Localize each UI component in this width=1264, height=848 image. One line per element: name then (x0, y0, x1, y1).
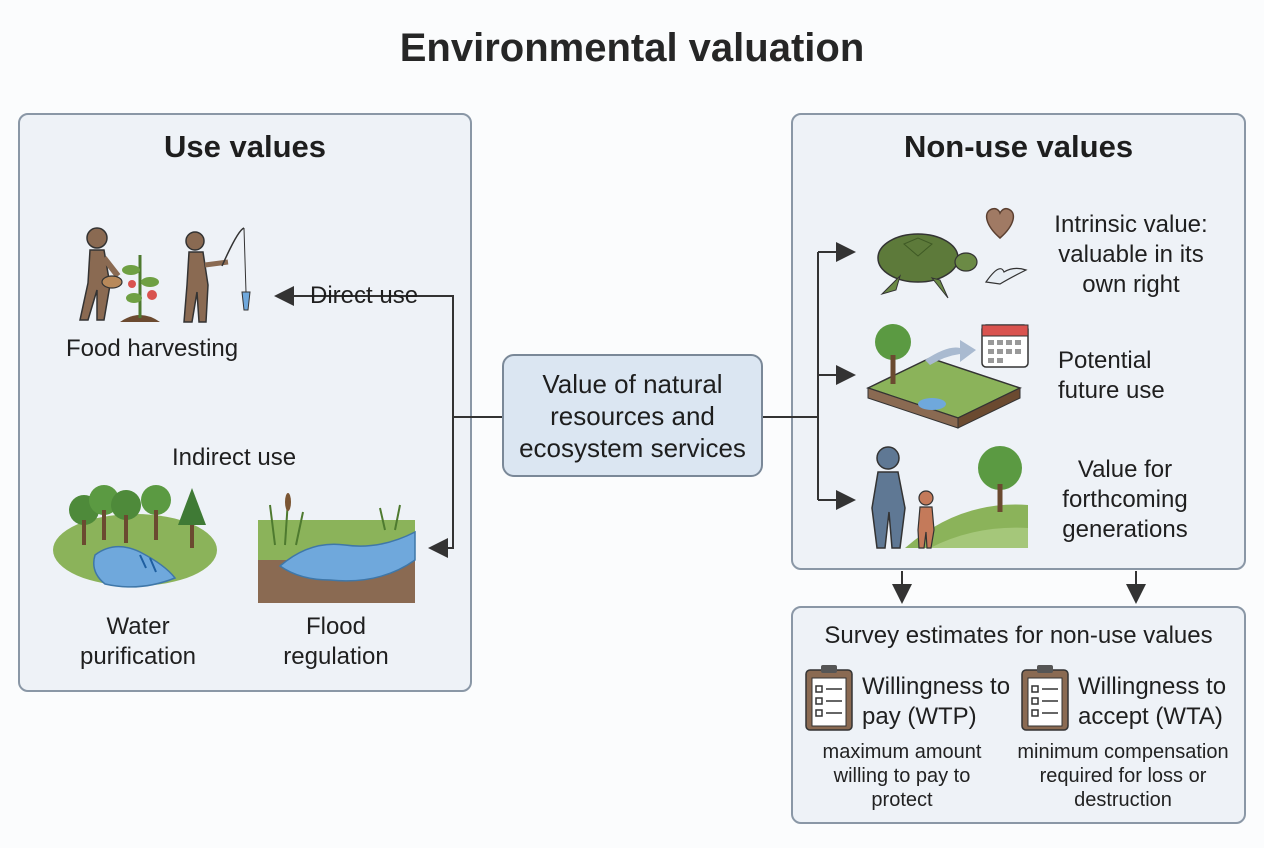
fisher-icon (183, 227, 251, 323)
farmer-icon (79, 227, 123, 321)
survey-panel: Survey estimates for non-use values (791, 606, 1246, 824)
water-purification-icon (53, 485, 217, 588)
wtp-label: Willingness to pay (WTP) (862, 673, 1011, 730)
bird-icon (984, 267, 1028, 285)
generations-icon (871, 446, 1028, 549)
plant-icon (120, 255, 160, 322)
wta-label: Willingness to accept (WTA) (1078, 673, 1227, 730)
non-use-values-title: Non-use values (903, 129, 1134, 164)
calendar-icon (981, 324, 1029, 368)
water-purification-label: Water purification (79, 613, 197, 670)
flood-regulation-label: Flood regulation (283, 613, 389, 670)
intrinsic-value-label: Intrinsic value: valuable in its own rig… (1054, 211, 1208, 298)
direct-use-label: Direct use (310, 282, 419, 309)
use-values-title: Use values (164, 129, 326, 164)
right-connector (763, 242, 1146, 604)
wtp-description: maximum amount willing to pay to protect (822, 741, 982, 811)
heart-icon (985, 207, 1015, 239)
food-harvesting-label: Food harvesting (66, 335, 239, 362)
clipboard-wta-icon (1021, 665, 1069, 731)
future-generations-label: Value for forthcoming generations (1062, 456, 1188, 543)
left-connector (274, 286, 502, 558)
arrow-to-calendar-icon (925, 340, 976, 365)
potential-future-use-label: Potential future use (1058, 347, 1165, 404)
land-plot-icon (866, 324, 1022, 429)
survey-title: Survey estimates for non-use values (824, 622, 1213, 649)
flood-regulation-icon (258, 493, 416, 603)
page-title: Environmental valuation (399, 26, 865, 70)
wta-description: minimum compensation required for loss o… (1017, 741, 1229, 811)
clipboard-wtp-icon (805, 665, 853, 731)
center-value-box: Value of natural resources and ecosystem… (502, 354, 763, 477)
indirect-use-label: Indirect use (172, 444, 297, 471)
turtle-icon (877, 233, 978, 299)
